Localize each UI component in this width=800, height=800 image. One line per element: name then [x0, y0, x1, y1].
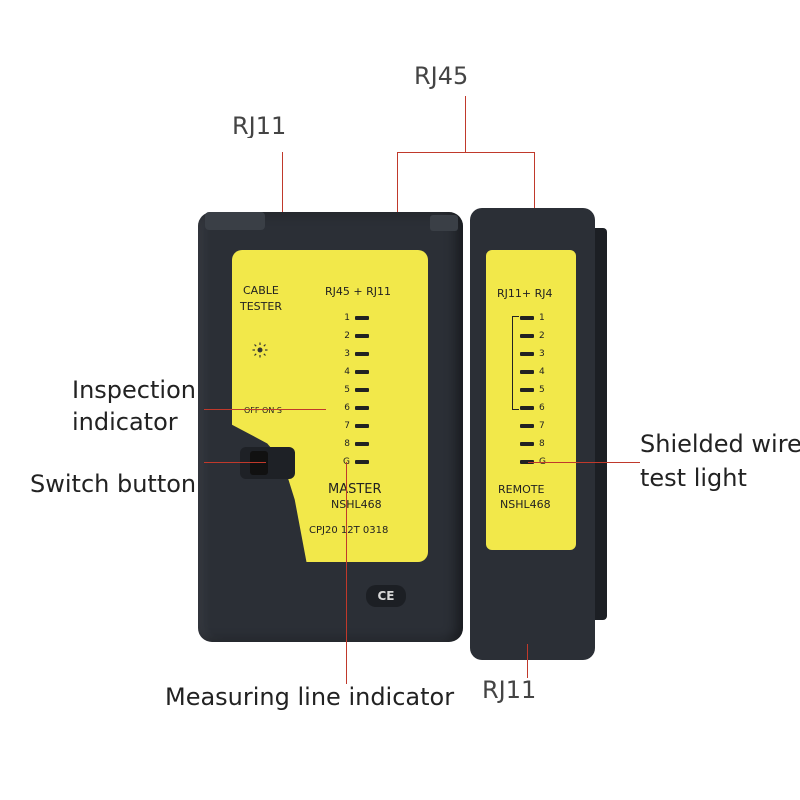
led-number: 1 — [344, 313, 350, 323]
led-indicator — [520, 424, 534, 428]
led-indicator — [520, 406, 534, 410]
switch-callout — [204, 462, 266, 463]
rj45-callout-bar — [397, 152, 535, 153]
shielded-callout — [528, 462, 640, 463]
rj11-port — [205, 212, 265, 230]
remote-brand: REMOTE — [498, 483, 545, 496]
led-row: 8 — [520, 435, 549, 453]
rj11-top-label: RJ11 — [232, 114, 287, 138]
tester-label: TESTER — [240, 300, 282, 313]
led-number: 5 — [344, 385, 350, 395]
led-number: 1 — [539, 313, 545, 323]
led-row: 4 — [340, 363, 369, 381]
remote-ports-label: RJ11+ RJ4 — [497, 287, 553, 300]
master-model: NSHL468 — [331, 498, 382, 511]
led-number: 2 — [539, 331, 545, 341]
master-led-column: 1 2 3 4 5 6 7 8G — [340, 309, 369, 471]
led-number: 8 — [539, 439, 545, 449]
inspection-label-line2: indicator — [72, 408, 178, 436]
led-row: 2 — [520, 327, 549, 345]
led-row: 7 — [520, 417, 549, 435]
remote-led-bracket — [512, 316, 519, 410]
led-row: 3 — [520, 345, 549, 363]
measuring-callout — [346, 462, 347, 684]
measuring-line-label: Measuring line indicator — [165, 683, 455, 711]
inspection-label-line1: Inspection — [72, 376, 196, 404]
rj45-label: RJ45 — [414, 62, 469, 90]
remote-panel — [486, 250, 576, 550]
shielded-label-line2: test light — [640, 464, 747, 492]
remote-model: NSHL468 — [500, 498, 551, 511]
led-indicator — [355, 442, 369, 446]
led-number: 5 — [539, 385, 545, 395]
led-indicator — [520, 316, 534, 320]
led-row: G — [340, 453, 369, 471]
led-row: 5 — [340, 381, 369, 399]
ce-mark: CE — [366, 585, 406, 607]
led-row: 2 — [340, 327, 369, 345]
switch-button-label: Switch button — [30, 470, 197, 498]
cable-label: CABLE — [243, 284, 279, 297]
led-indicator — [355, 334, 369, 338]
led-row: 5 — [520, 381, 549, 399]
led-indicator — [355, 406, 369, 410]
inspection-callout — [204, 409, 326, 410]
power-indicator-icon — [252, 342, 268, 358]
led-row: 4 — [520, 363, 549, 381]
led-indicator — [520, 370, 534, 374]
led-row: 1 — [340, 309, 369, 327]
led-number: 8 — [344, 439, 350, 449]
led-indicator — [520, 442, 534, 446]
remote-led-column: 12345678G — [520, 309, 549, 471]
led-number: 3 — [539, 349, 545, 359]
rj45-callout-left — [397, 152, 398, 212]
led-number: 4 — [344, 367, 350, 377]
led-number: 6 — [539, 403, 545, 413]
switch-button[interactable] — [250, 451, 268, 475]
led-number: 7 — [539, 421, 545, 431]
led-row: 7 — [340, 417, 369, 435]
led-row: 1 — [520, 309, 549, 327]
master-ports-label: RJ45 + RJ11 — [325, 285, 391, 298]
led-row: 6 — [520, 399, 549, 417]
switch-position-label: OFF ON S — [244, 406, 282, 415]
rj11-bottom-callout — [527, 644, 528, 678]
led-number: 2 — [344, 331, 350, 341]
led-indicator — [520, 460, 534, 464]
led-row: 3 — [340, 345, 369, 363]
master-brand: MASTER — [328, 482, 382, 497]
rj45-callout-stem — [465, 96, 466, 152]
led-row: 8 — [340, 435, 369, 453]
shielded-label-line1: Shielded wire — [640, 432, 800, 456]
led-indicator — [520, 352, 534, 356]
led-indicator — [355, 316, 369, 320]
led-indicator — [355, 370, 369, 374]
led-number: G — [340, 457, 350, 467]
rj45-callout-right — [534, 152, 535, 208]
led-indicator — [355, 352, 369, 356]
led-number: 4 — [539, 367, 545, 377]
led-indicator — [355, 460, 369, 464]
rj11-bottom-label: RJ11 — [482, 676, 537, 704]
led-indicator — [355, 424, 369, 428]
led-indicator — [520, 388, 534, 392]
led-number: 3 — [344, 349, 350, 359]
led-number: 7 — [344, 421, 350, 431]
led-indicator — [520, 334, 534, 338]
rj11-top-callout — [282, 152, 283, 212]
led-row: 6 — [340, 399, 369, 417]
led-number: 6 — [344, 403, 350, 413]
master-serial: CPJ20 12T 0318 — [309, 525, 389, 536]
led-indicator — [355, 388, 369, 392]
rj45-port — [430, 215, 458, 231]
